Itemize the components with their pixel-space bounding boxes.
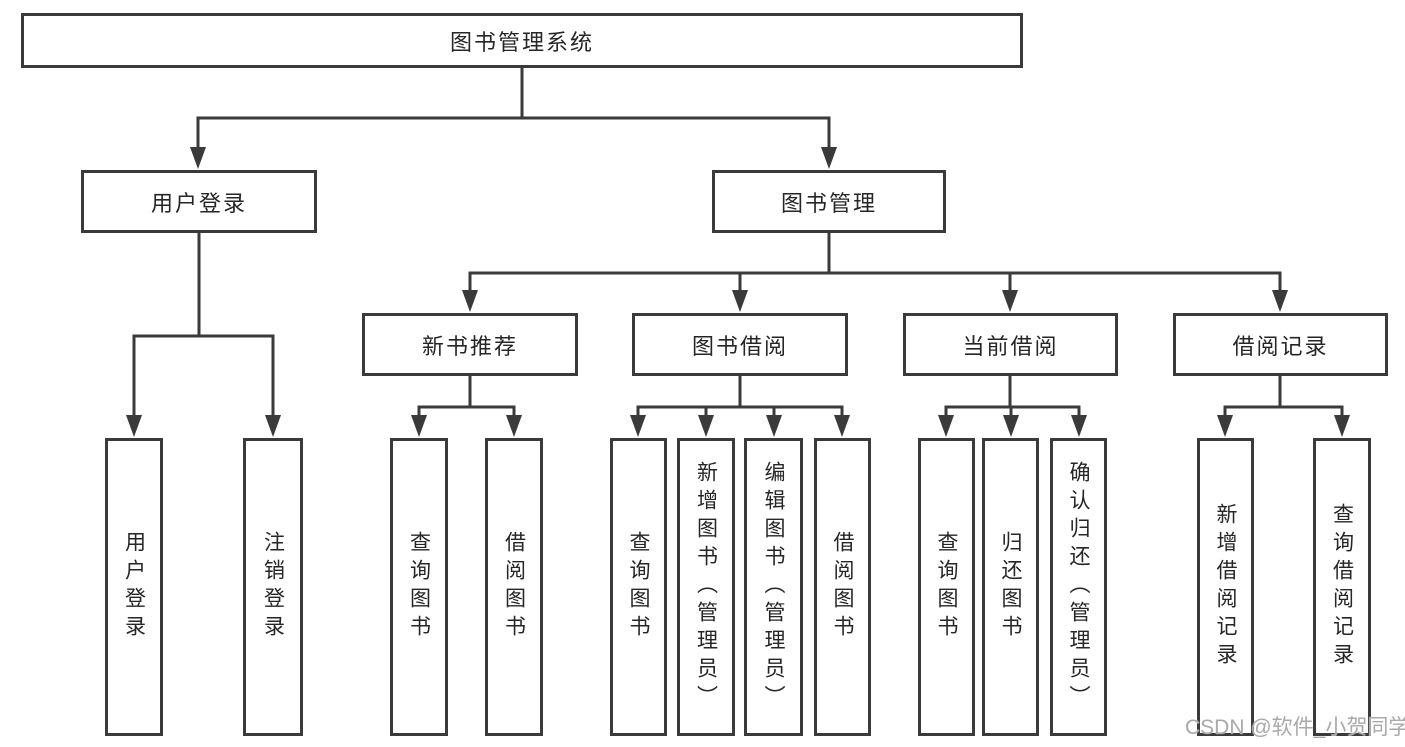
leaf-query-books: 查询图书 [610,438,667,736]
leaf-query-books: 查询图书 [918,438,975,736]
arrowhead-icon [1272,290,1288,312]
arrowhead-icon [698,415,714,437]
leaf-label: 编辑图书（管理员） [762,461,785,713]
arrowhead-icon [938,415,954,437]
node-label: 图书管理 [780,190,877,216]
leaf-add-books-admin: 新增图书（管理员） [677,438,735,736]
node-label: 用户登录 [150,190,247,216]
arrowhead-icon [732,290,748,312]
arrowhead-icon [821,147,837,169]
leaf-label: 查询图书 [935,531,958,643]
arrowhead-icon [411,415,427,437]
arrowhead-icon [834,415,850,437]
arrowhead-icon [462,290,478,312]
node-user-login: 用户登录 [81,170,317,233]
leaf-borrow-books: 借阅图书 [814,438,871,736]
leaf-label: 查询图书 [627,531,650,643]
arrowhead-icon [190,147,206,169]
node-label: 图书管理系统 [449,29,594,55]
node-label: 借阅记录 [1232,333,1329,359]
arrowhead-icon [1003,415,1019,437]
leaf-add-borrow-record: 新增借阅记录 [1197,438,1254,736]
node-label: 新书推荐 [421,333,518,359]
arrowhead-icon [126,415,142,437]
leaf-label: 注销登录 [261,531,285,643]
leaf-label: 用户登录 [122,531,146,643]
leaf-borrow-books: 借阅图书 [485,438,543,736]
leaf-label: 借阅图书 [502,531,526,643]
leaf-label: 确认归还（管理员） [1067,461,1090,713]
arrowhead-icon [265,415,281,437]
arrowhead-icon [1334,415,1350,437]
arrowhead-icon [630,415,646,437]
arrowhead-icon [1217,415,1233,437]
watermark-text: CSDN @软件_小贺同学 [1185,716,1405,739]
node-new-book: 新书推荐 [362,313,578,376]
leaf-query-books: 查询图书 [390,438,448,736]
node-label: 当前借阅 [962,333,1059,359]
arrowhead-icon [1071,415,1087,437]
leaf-label: 借阅图书 [831,531,854,643]
leaf-user-login: 用户登录 [105,438,163,736]
arrowhead-icon [1002,290,1018,312]
node-borrow-record: 借阅记录 [1173,313,1388,376]
node-label: 图书借阅 [691,333,788,359]
leaf-confirm-return-admin: 确认归还（管理员） [1050,438,1107,736]
leaf-edit-books-admin: 编辑图书（管理员） [744,438,803,736]
leaf-label: 查询图书 [407,531,431,643]
leaf-label: 新增借阅记录 [1214,503,1237,671]
leaf-label: 查询借阅记录 [1330,503,1354,671]
arrowhead-icon [506,415,522,437]
leaf-return-books: 归还图书 [982,438,1039,736]
node-book-borrow: 图书借阅 [632,313,848,376]
node-root-system: 图书管理系统 [21,13,1023,68]
node-current-borrow: 当前借阅 [903,313,1118,376]
node-book-mgmt: 图书管理 [712,170,946,233]
leaf-label: 归还图书 [999,531,1022,643]
leaf-label: 新增图书（管理员） [694,461,718,713]
leaf-logout: 注销登录 [243,438,303,736]
leaf-query-borrow-record: 查询借阅记录 [1313,438,1371,736]
arrowhead-icon [766,415,782,437]
